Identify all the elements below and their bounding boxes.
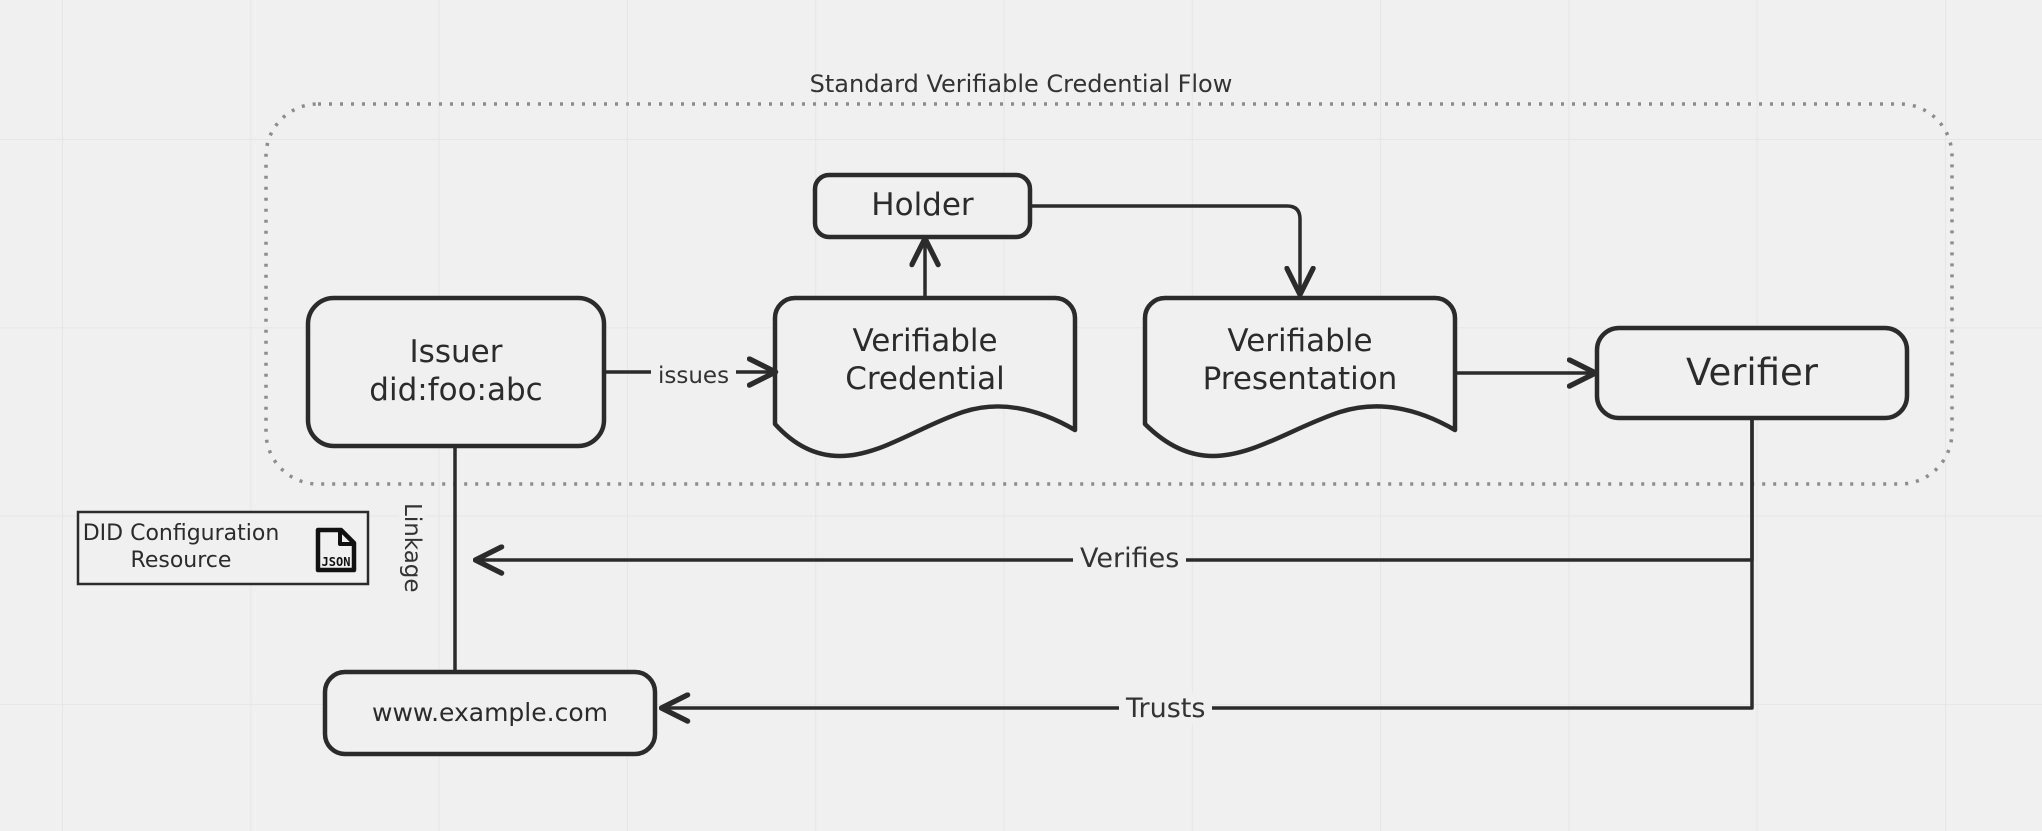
- node-verifiable-presentation-shape[interactable]: [1142, 295, 1458, 459]
- node-verifier-shape[interactable]: [1594, 325, 1910, 421]
- group-title: Standard Verifiable Credential Flow: [809, 70, 1233, 98]
- edge-label-linkage: Linkage: [399, 497, 425, 599]
- edge-verifies: [472, 420, 1754, 576]
- edge-holder-to-vp: [1032, 204, 1316, 298]
- node-holder-shape[interactable]: [812, 172, 1033, 240]
- edge-trusts: [658, 420, 1754, 724]
- json-file-icon: JSON: [315, 527, 357, 573]
- node-issuer-shape[interactable]: [305, 295, 607, 449]
- node-verifiable-credential-shape[interactable]: [772, 295, 1078, 459]
- node-website-shape[interactable]: [322, 669, 658, 757]
- edge-label-trusts: Trusts: [1119, 693, 1213, 724]
- edge-label-verifies: Verifies: [1073, 543, 1187, 574]
- svg-text:JSON: JSON: [322, 555, 351, 569]
- edge-label-issues: issues: [651, 363, 737, 389]
